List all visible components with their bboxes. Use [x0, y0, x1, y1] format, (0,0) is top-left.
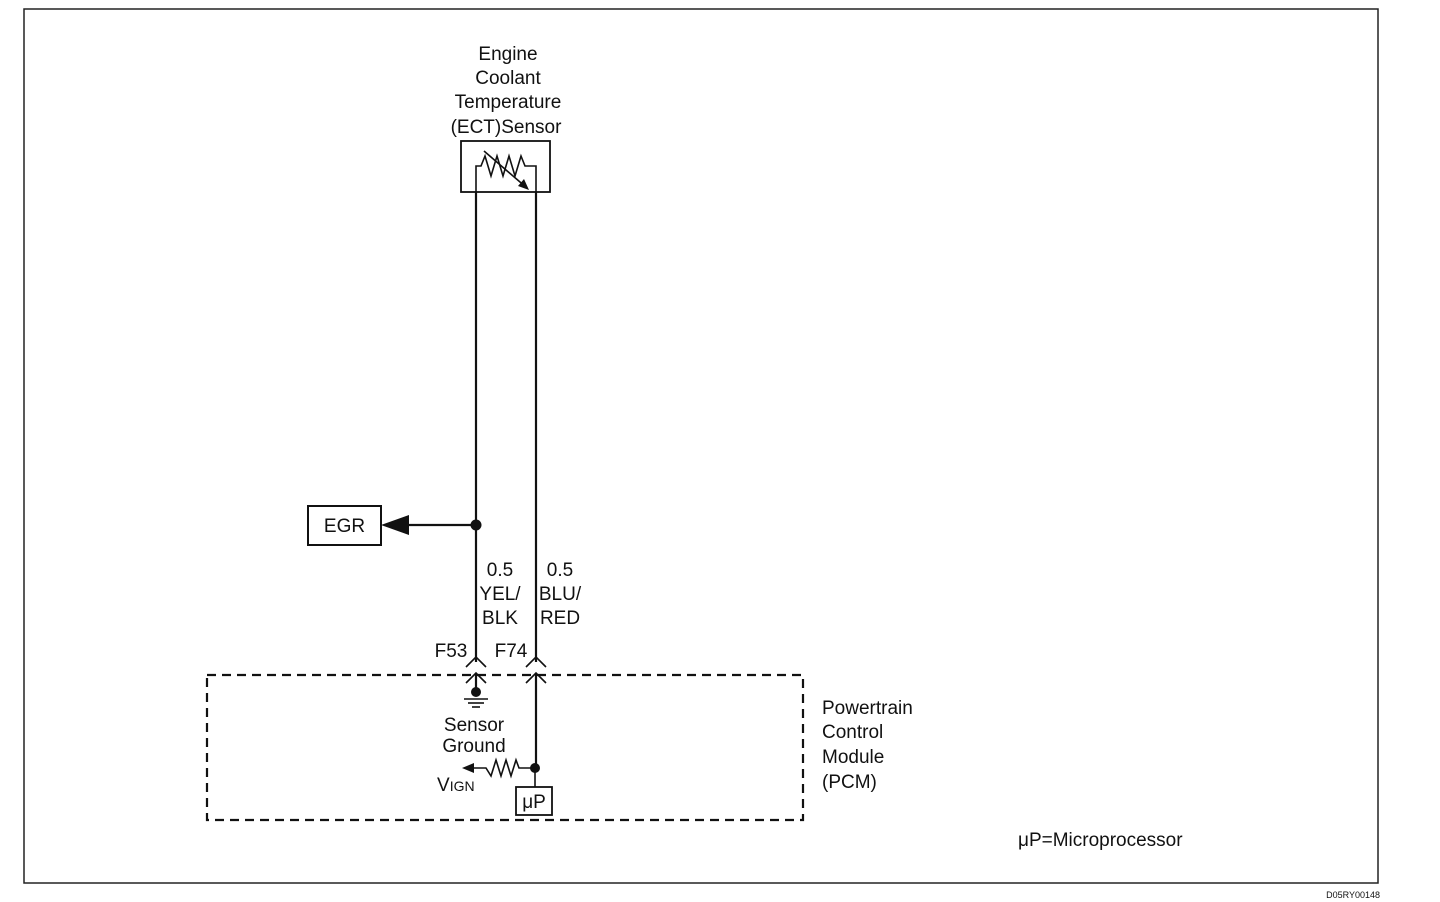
legend-text: μP=Microprocessor — [1018, 830, 1183, 851]
pcm-title-line-2: Control — [822, 722, 883, 743]
ect-sensor — [460, 140, 551, 193]
connector-f53-icon — [465, 655, 487, 684]
pcm-title-line-4: (PCM) — [822, 772, 877, 793]
right-wire-gauge: 0.5 — [547, 560, 573, 581]
pullup-resistor-icon — [474, 757, 535, 779]
vign-arrow-icon — [462, 763, 474, 773]
connector-f74-icon — [525, 655, 547, 684]
right-wire-color-2: RED — [540, 608, 580, 629]
sensor-ground: Sensor Ground — [442, 674, 506, 757]
egr-branch: EGR — [307, 505, 482, 546]
ect-sensor-title: Engine Coolant Temperature (ECT)Sensor — [451, 44, 563, 138]
ground-symbol-icon — [464, 698, 488, 708]
sensor-ground-line-2: Ground — [442, 736, 505, 757]
diagram-frame — [23, 8, 1379, 884]
pin-f53-label: F53 — [435, 641, 468, 662]
egr-label: EGR — [324, 516, 365, 537]
egr-arrow-icon — [381, 515, 409, 535]
right-wire-color-1: BLU/ — [539, 584, 582, 605]
wire-labels-right: 0.5 BLU/ RED — [539, 560, 582, 629]
wire-labels-left: 0.5 YEL/ BLK — [479, 560, 521, 629]
pcm-title-line-3: Module — [822, 747, 884, 768]
ect-title-line-2: Coolant — [475, 68, 541, 89]
ground-node — [471, 687, 481, 697]
vign-main: V — [437, 775, 450, 796]
figure-code: D05RY00148 — [1326, 890, 1380, 900]
left-wire-color-2: BLK — [482, 608, 518, 629]
vign-label: VIGN — [437, 775, 475, 796]
ect-title-line-4: (ECT)Sensor — [451, 117, 563, 138]
microprocessor-label: μP — [522, 792, 546, 813]
left-wire-gauge: 0.5 — [487, 560, 513, 581]
pcm-title: Powertrain Control Module (PCM) — [822, 698, 913, 793]
pin-f74-label: F74 — [495, 641, 528, 662]
thermistor-variable-arrow — [483, 150, 528, 189]
thermistor-resistor-icon — [475, 153, 537, 192]
pcm-signal-path: VIGN μP — [437, 674, 553, 816]
thermistor-arrowhead-icon — [518, 179, 529, 190]
left-wire-color-1: YEL/ — [479, 584, 521, 605]
pcm-boundary — [205, 673, 805, 822]
ect-sensor-box — [460, 140, 551, 193]
vign-subscript: IGN — [450, 778, 475, 794]
pcm-title-line-1: Powertrain — [822, 698, 913, 719]
sensor-ground-line-1: Sensor — [444, 715, 505, 736]
microprocessor-box — [515, 786, 553, 816]
ect-title-line-1: Engine — [478, 44, 537, 65]
egr-box — [307, 505, 382, 546]
ect-title-line-3: Temperature — [455, 92, 562, 113]
